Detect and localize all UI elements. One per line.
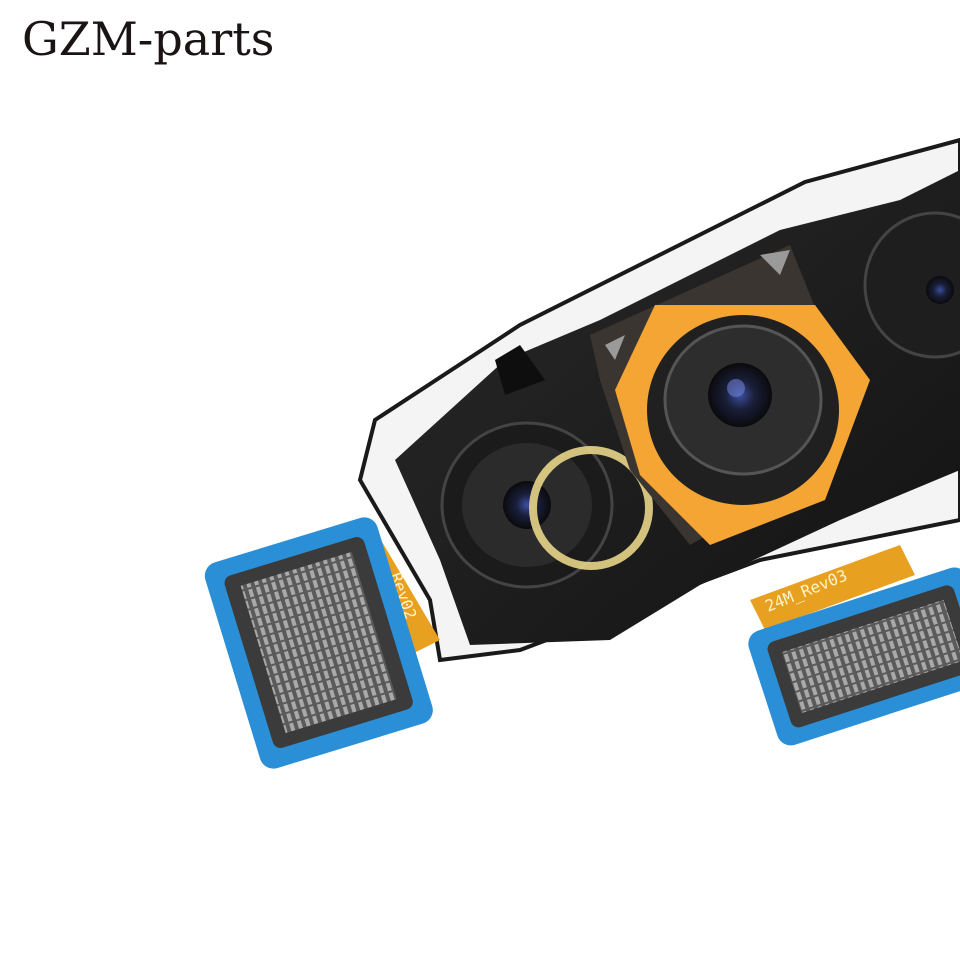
right-flex-cable: 24M_Rev03 <box>748 545 960 746</box>
main-lens <box>590 245 870 545</box>
right-connector <box>748 567 960 746</box>
secondary-lens <box>440 421 653 589</box>
left-connector <box>204 517 433 769</box>
brand-watermark: GZM-parts <box>22 12 275 66</box>
tertiary-lens <box>863 211 960 359</box>
left-flex-cable: Rev02 <box>204 517 440 769</box>
